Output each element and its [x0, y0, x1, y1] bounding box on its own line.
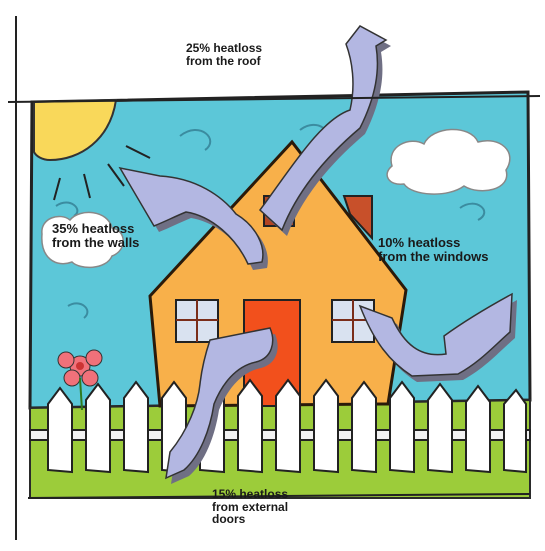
label-roof-line1: 25% heatloss: [186, 42, 262, 55]
label-walls-line2: from the walls: [52, 236, 139, 250]
label-windows-line1: 10% heatloss: [378, 236, 489, 250]
label-doors-line3: doors: [212, 513, 288, 526]
label-roof: 25% heatloss from the roof: [186, 42, 262, 67]
label-walls: 35% heatloss from the walls: [52, 222, 139, 249]
label-roof-line2: from the roof: [186, 55, 262, 68]
label-windows: 10% heatloss from the windows: [378, 236, 489, 263]
cropped-title-fragment: [0, 0, 545, 18]
label-doors: 15% heatloss from external doors: [212, 488, 288, 526]
label-windows-line2: from the windows: [378, 250, 489, 264]
label-walls-line1: 35% heatloss: [52, 222, 139, 236]
label-doors-line1: 15% heatloss: [212, 488, 288, 501]
